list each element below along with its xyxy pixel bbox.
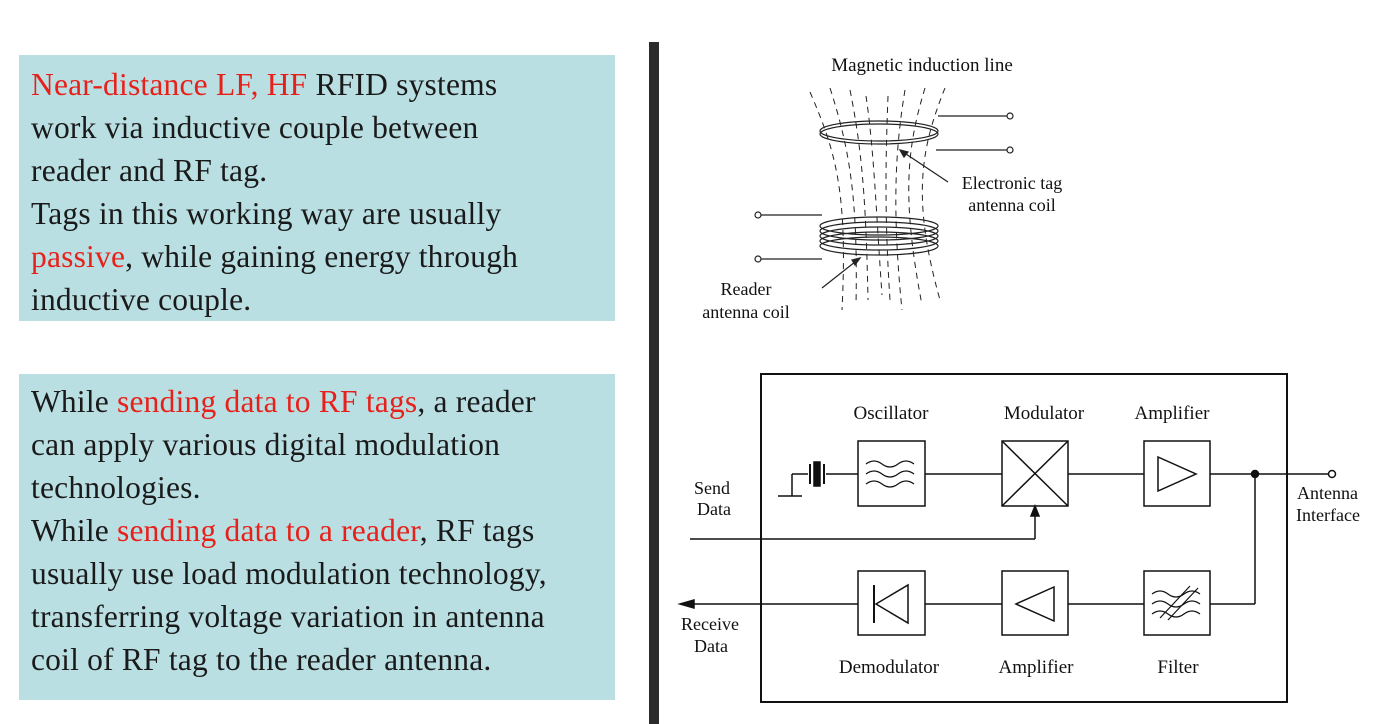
modulator-label: Modulator [1004, 403, 1085, 424]
filter-wave-icon [1151, 585, 1201, 621]
demodulator-label: Demodulator [839, 657, 940, 678]
antenna-interface-label: Interface [1296, 505, 1360, 525]
highlight-text: sending data to a reader [117, 513, 420, 548]
coil-diagram [754, 87, 1014, 311]
send-data-label: Data [697, 499, 731, 519]
oscillator-label: Oscillator [854, 403, 930, 424]
tag-coil-label: Electronic tag [962, 173, 1062, 193]
oscillator-block [857, 440, 926, 507]
antenna-terminal [1327, 469, 1337, 479]
highlight-text: passive [31, 239, 126, 274]
reader-antenna-coil [754, 211, 939, 263]
oscillator-wave-icon [865, 460, 915, 488]
reader-coil-label: Reader [721, 279, 772, 299]
amplifier-top-block [1143, 440, 1211, 507]
inductive-coupling-description: Near-distance LF, HF RFID systems work v… [19, 55, 615, 321]
amplifier-triangle-icon [1157, 455, 1198, 493]
filter-label: Filter [1157, 657, 1199, 678]
amplifier-triangle-icon [1014, 585, 1055, 623]
text-line: inductive couple. [31, 282, 252, 317]
amplifier-top-label: Amplifier [1135, 403, 1211, 424]
text-line: technologies. [31, 470, 201, 505]
body-text: While [31, 384, 118, 419]
text-line: work via inductive couple between [31, 110, 479, 145]
tag-coil-label: antenna coil [968, 195, 1055, 215]
text-line: can apply various digital modulation [31, 427, 501, 462]
body-text: While [31, 513, 118, 548]
body-text: , a reader [417, 384, 536, 419]
diode-icon [873, 583, 909, 625]
vertical-divider [649, 42, 659, 724]
reader-block-diagram [677, 373, 1337, 703]
reader-coil-label: antenna coil [702, 302, 789, 322]
body-text: , while gaining energy through [125, 239, 519, 274]
text-line: reader and RF tag. [31, 153, 268, 188]
text-line: Near-distance LF, HF RFID systems [31, 63, 603, 106]
text-line: passive, while gaining energy through [31, 235, 603, 278]
text-line: Tags in this working way are usually [31, 196, 502, 231]
highlight-text: Near-distance LF, HF [31, 67, 308, 102]
highlight-text: sending data to RF tags [117, 384, 418, 419]
text-line: While sending data to RF tags, a reader [31, 380, 603, 423]
tag-antenna-coil [819, 112, 1014, 154]
antenna-interface-label: Antenna [1297, 483, 1358, 503]
body-text: , RF tags [419, 513, 535, 548]
body-text: RFID systems [307, 67, 498, 102]
magnetic-line-label: Magnetic induction line [831, 55, 1013, 76]
text-line: While sending data to a reader, RF tags [31, 509, 603, 552]
receive-data-label: Receive [681, 614, 739, 634]
text-line: transferring voltage variation in antenn… [31, 599, 545, 634]
modulation-description: While sending data to RF tags, a reader … [19, 374, 615, 700]
demodulator-block [857, 570, 926, 636]
amplifier-bottom-block [1001, 570, 1069, 636]
amplifier-bottom-label: Amplifier [999, 657, 1075, 678]
magnetic-field-lines [809, 87, 946, 311]
crystal-icon [778, 461, 858, 497]
reader-frame [760, 373, 1288, 703]
text-line: coil of RF tag to the reader antenna. [31, 642, 492, 677]
send-data-label: Send [694, 478, 730, 498]
filter-block [1143, 570, 1211, 636]
text-line: usually use load modulation technology, [31, 556, 547, 591]
receive-data-label: Data [694, 636, 728, 656]
